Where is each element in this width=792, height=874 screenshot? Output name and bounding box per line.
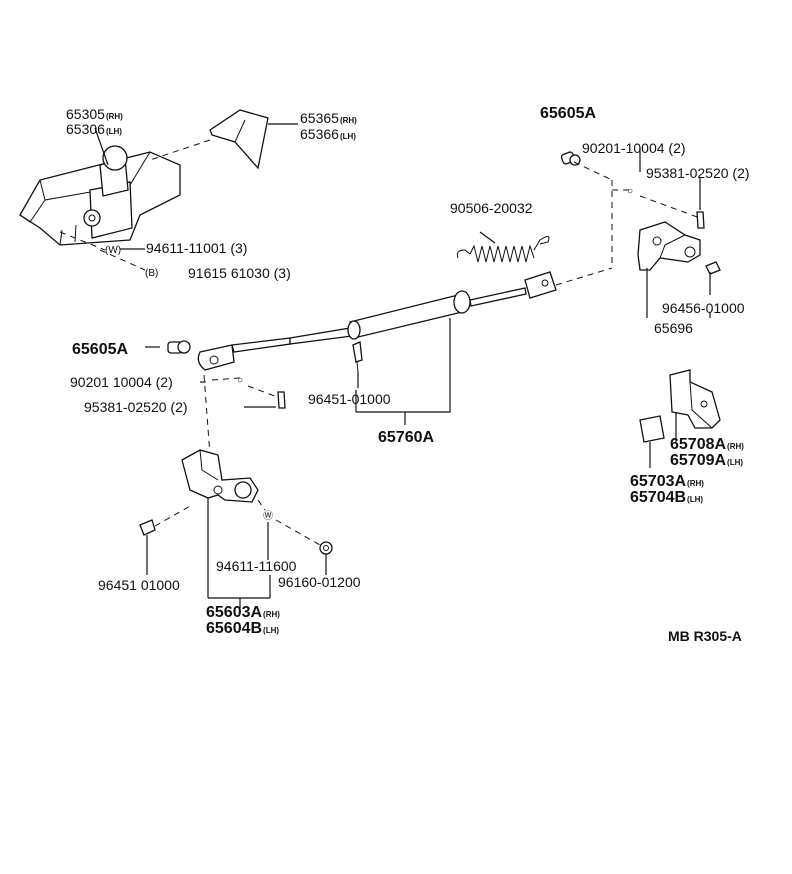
label-65604B: 65604B(LH) (206, 620, 279, 637)
svg-text:Ⓦ: Ⓦ (263, 510, 273, 522)
cable-assembly-part (231, 271, 557, 353)
grease-nipple-bottom (139, 519, 156, 536)
grease-nipple-mid (352, 341, 363, 373)
nut-part (319, 541, 333, 555)
label-90506: 90506-20032 (450, 200, 533, 216)
label-65306: 65306(LH) (66, 121, 122, 137)
label-95381-top: 95381-02520 (2) (646, 165, 750, 181)
label-95381-left: 95381-02520 (2) (84, 399, 188, 415)
label-91615: 91615 61030 (3) (188, 265, 291, 281)
clevis-pin-top (560, 151, 581, 166)
tension-spring-part (456, 236, 550, 263)
shim-plate-part (639, 415, 665, 443)
mount-bracket-part (669, 369, 721, 429)
b-mark: (B) (145, 268, 158, 279)
grease-nipple-right (705, 261, 721, 275)
label-65603A: 65603A(RH) (206, 604, 280, 621)
label-65605A-left: 65605A (72, 341, 128, 358)
label-65366: 65366(LH) (300, 126, 356, 142)
label-90201-top: 90201-10004 (2) (582, 140, 686, 156)
label-94611-top: 94611-11001 (3) (146, 240, 247, 256)
label-65605A-top: 65605A (540, 105, 596, 122)
label-65708A: 65708A(RH) (670, 436, 744, 453)
label-96451-bot: 96451 01000 (98, 577, 180, 593)
diagram-code: MB R305-A (668, 628, 742, 644)
label-65703A: 65703A(RH) (630, 473, 704, 490)
label-96451-mid: 96451-01000 (308, 391, 391, 407)
label-65305: 65305(RH) (66, 106, 123, 122)
lever-bracket-part (637, 221, 701, 271)
lower-bracket-part (181, 449, 259, 503)
svg-text:○: ○ (237, 375, 243, 386)
label-65709A: 65709A(LH) (670, 452, 743, 469)
label-94611-bot: 94611-11600 (216, 558, 297, 574)
label-96456: 96456-01000 (662, 300, 745, 316)
clevis-pin-left (167, 340, 191, 354)
label-90201-left: 90201 10004 (2) (70, 374, 173, 390)
clevis-end-part (197, 344, 235, 371)
label-96160: 96160-01200 (278, 574, 361, 590)
label-65365: 65365(RH) (300, 110, 357, 126)
label-65696: 65696 (654, 320, 693, 336)
w-mark: (W) (105, 245, 121, 256)
label-65760A: 65760A (378, 429, 434, 446)
seat-bracket-part (19, 145, 181, 246)
svg-text:○: ○ (627, 186, 633, 197)
bracket-plate-part (209, 109, 269, 170)
label-65704B: 65704B(LH) (630, 489, 703, 506)
